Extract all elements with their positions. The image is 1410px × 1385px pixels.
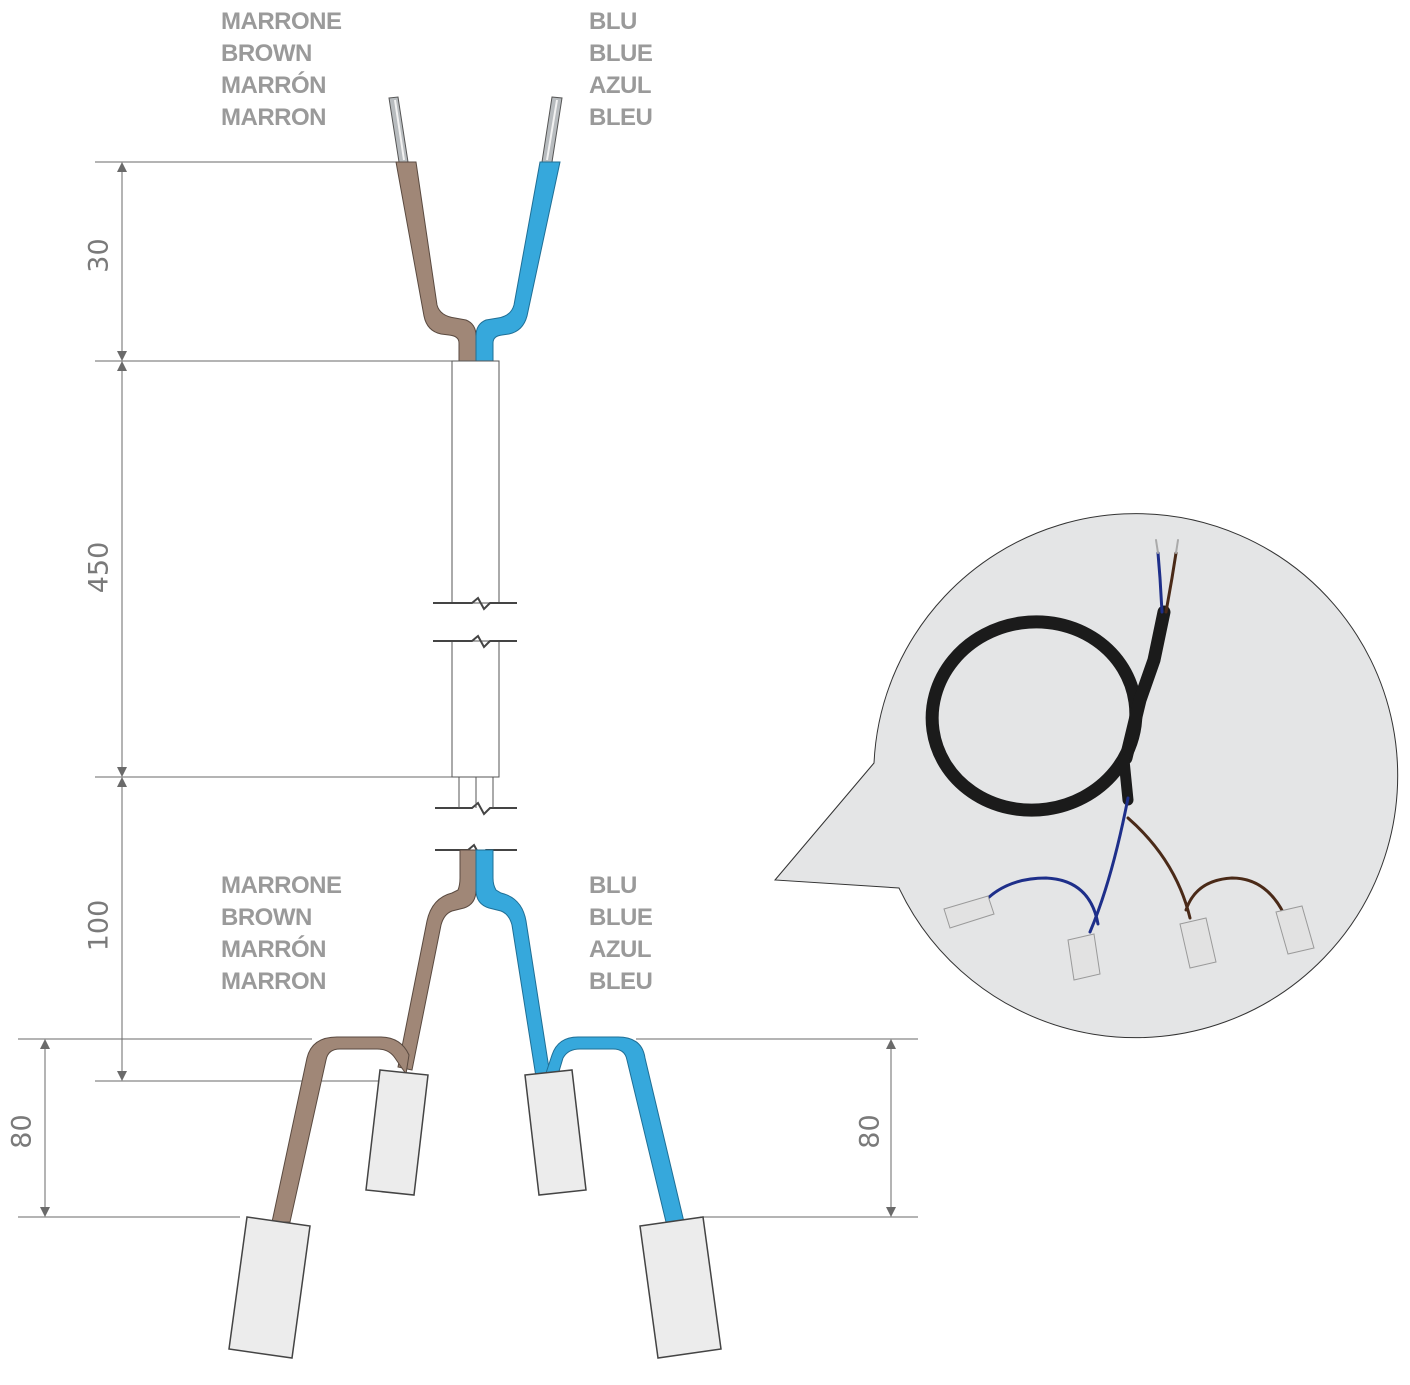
label-line: BROWN bbox=[221, 904, 312, 931]
dimension-value: 80 bbox=[6, 1114, 38, 1149]
photo-callout bbox=[773, 513, 1399, 1039]
photo-terminal bbox=[1275, 905, 1315, 955]
brown-wire bbox=[395, 161, 477, 362]
black-cable-photo bbox=[925, 539, 1286, 934]
label-line: MARRON bbox=[221, 968, 326, 995]
inner-conductors-stub bbox=[458, 777, 494, 808]
label-line: MARRONE bbox=[221, 8, 342, 35]
label-bottom-right: BLU BLUE AZUL BLEU bbox=[589, 870, 653, 998]
dimension-value: 30 bbox=[83, 238, 115, 273]
photo-terminal bbox=[1067, 933, 1101, 981]
label-line: BLU bbox=[589, 8, 637, 35]
photo-terminal bbox=[1179, 917, 1217, 969]
lower-wires bbox=[271, 849, 685, 1223]
photo-terminal bbox=[943, 895, 995, 929]
label-top-right: BLU BLUE AZUL BLEU bbox=[589, 6, 653, 134]
label-line: MARRÓN bbox=[221, 936, 326, 963]
label-line: MARRÓN bbox=[221, 72, 326, 99]
label-line: BLU bbox=[589, 872, 637, 899]
blue-wire bbox=[475, 161, 561, 362]
label-line: BROWN bbox=[221, 40, 312, 67]
label-line: BLUE bbox=[589, 904, 653, 931]
terminal-connector bbox=[228, 1216, 311, 1359]
label-bottom-left: MARRONE BROWN MARRÓN MARRON bbox=[221, 870, 342, 998]
callout-bubble bbox=[773, 513, 1399, 1039]
terminal-connector bbox=[365, 1069, 429, 1196]
sheath-upper bbox=[451, 360, 500, 604]
terminal-connector bbox=[639, 1216, 722, 1359]
label-line: MARRONE bbox=[221, 872, 342, 899]
top-wire-ends bbox=[388, 96, 563, 362]
terminal-connector bbox=[524, 1069, 587, 1196]
label-top-left: MARRONE BROWN MARRÓN MARRON bbox=[221, 6, 342, 134]
photo-connectors bbox=[943, 895, 1315, 981]
label-line: AZUL bbox=[589, 936, 651, 963]
dimension-value: 450 bbox=[83, 541, 115, 594]
label-line: BLEU bbox=[589, 104, 653, 131]
label-line: AZUL bbox=[589, 72, 651, 99]
blue-wire bbox=[475, 849, 551, 1078]
dimension-value: 80 bbox=[854, 1114, 886, 1149]
sheath-lower bbox=[451, 640, 500, 778]
brown-wire bbox=[397, 849, 477, 1071]
terminals bbox=[228, 1069, 722, 1359]
label-line: MARRON bbox=[221, 104, 326, 131]
label-line: BLUE bbox=[589, 40, 653, 67]
cable-sheath bbox=[451, 360, 500, 778]
dimension-value: 100 bbox=[83, 899, 115, 952]
label-line: BLEU bbox=[589, 968, 653, 995]
dimension-lines bbox=[18, 161, 918, 1218]
